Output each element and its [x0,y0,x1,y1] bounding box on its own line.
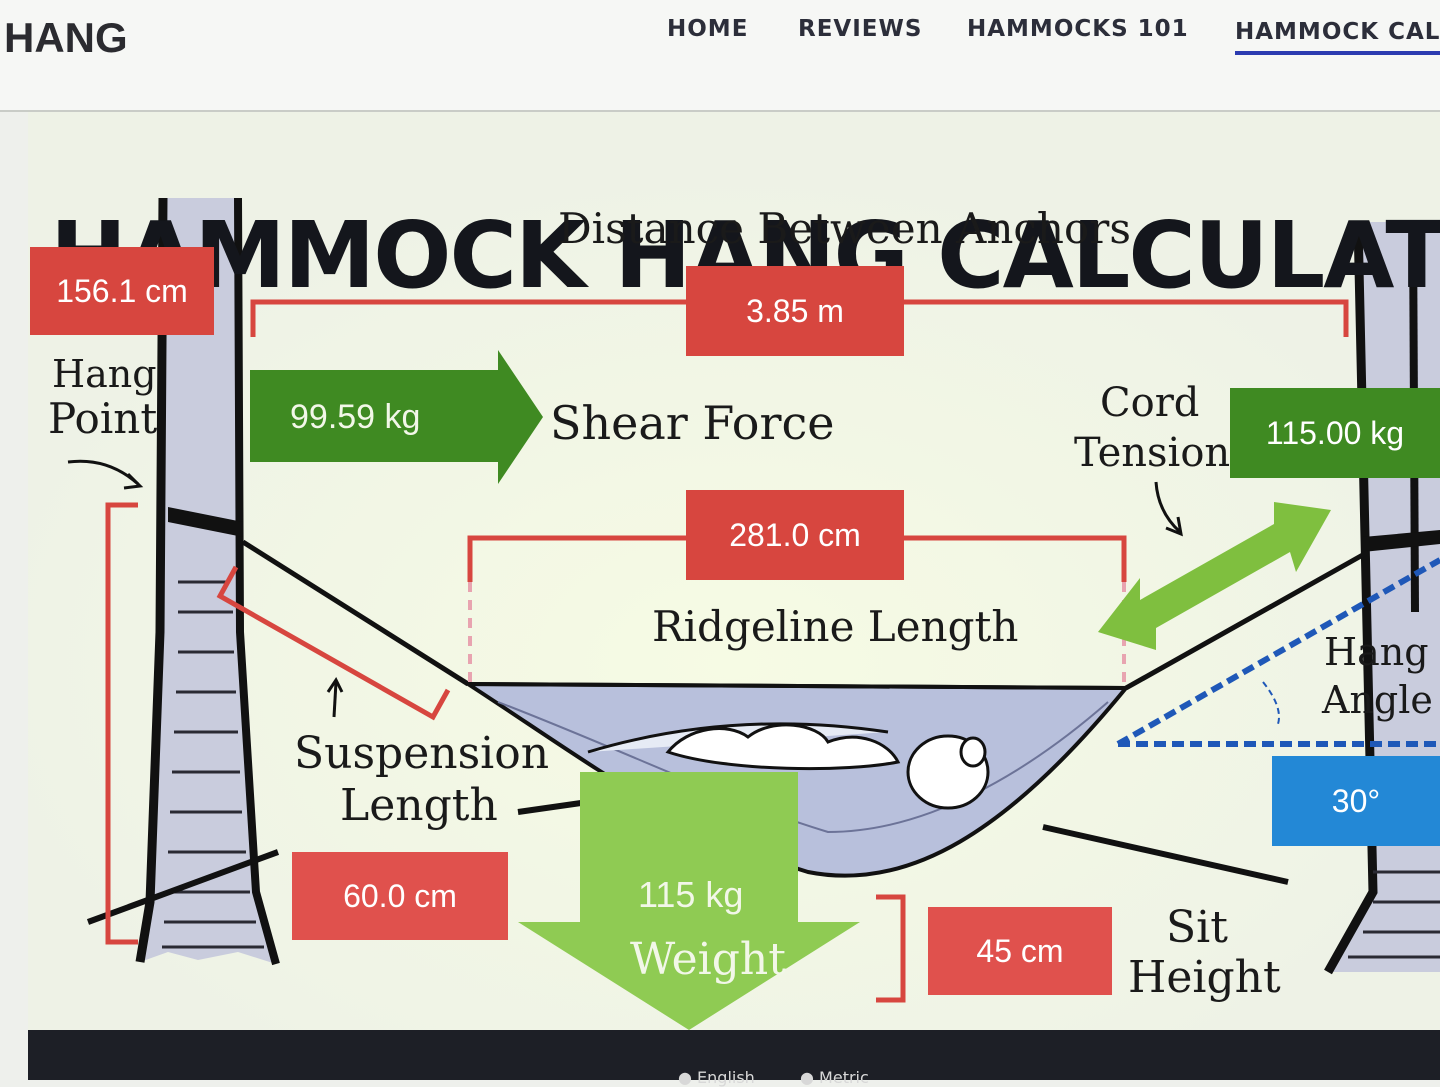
sit-height-label-1: Sit [1166,902,1228,953]
cord-tension-arrow [1098,502,1331,650]
weight-value: 115 kg [638,874,744,915]
nav-hammocks-101[interactable]: HAMMOCKS 101 [967,16,1189,42]
hang-point-value: 156.1 cm [30,247,214,335]
site-logo[interactable]: HANG [4,14,128,61]
left-tree [86,197,280,966]
nav-reviews[interactable]: REVIEWS [798,16,923,42]
cord-tension-value: 115.00 kg [1230,388,1440,478]
footer-bar [28,1030,1440,1080]
language-english-label: English [697,1068,755,1087]
shear-force-arrow [250,350,543,484]
nav-hammock-calculator[interactable]: HAMMOCK CAL [1235,19,1440,55]
hang-angle-value: 30° [1272,756,1440,846]
units-metric[interactable]: ● Metric [800,1068,869,1087]
site-header: HANG HOME REVIEWS HAMMOCKS 101 HAMMOCK C… [0,0,1440,112]
weight-arrow [518,772,860,1030]
cord-tension-label-2: Tension [1074,430,1231,476]
ridgeline-value: 281.0 cm [686,490,904,580]
hammock-illustration [28,112,1440,1030]
shear-force-value: 99.59 kg [290,398,421,436]
nav-home[interactable]: HOME [667,16,749,42]
hang-point-label-1: Hang [52,352,157,396]
hang-angle-label-2: Angle [1322,678,1433,722]
hang-angle-label-1: Hang [1324,630,1429,674]
suspension-label-1: Suspension [294,728,550,779]
hang-point-label-2: Point [48,394,158,443]
sit-height-value: 45 cm [928,907,1112,995]
suspension-value: 60.0 cm [292,852,508,940]
sit-height-label-2: Height [1128,952,1281,1003]
distance-label: Distance Between Anchors [558,204,1131,253]
distance-value: 3.85 m [686,266,904,356]
ridgeline-label: Ridgeline Length [652,602,1019,651]
units-metric-label: Metric [819,1068,869,1087]
language-english[interactable]: ● English [678,1068,755,1087]
suspension-label-2: Length [340,780,498,831]
cord-tension-label-1: Cord [1100,380,1200,426]
calculator-diagram: HAMMOCK HANG CALCULATO Distance Between … [28,112,1440,1030]
shear-force-label: Shear Force [550,396,835,450]
weight-label: Weight [630,934,786,985]
